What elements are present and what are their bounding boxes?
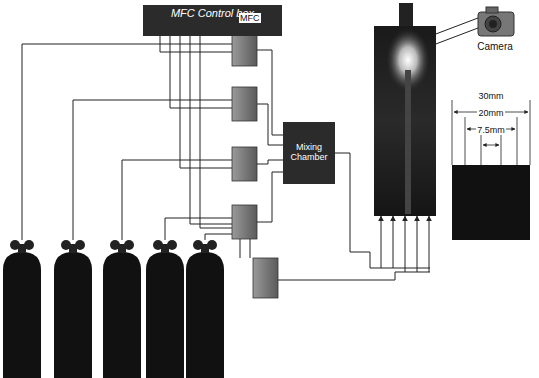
fuel-arrows <box>381 216 429 272</box>
dimension-label: 30mm <box>477 91 504 101</box>
camera-label: Camera <box>470 38 520 55</box>
gas-cylinders <box>3 240 224 378</box>
control-box: MFC Control box <box>143 5 282 36</box>
gas-cylinder <box>146 240 184 378</box>
gas-cylinder <box>54 240 92 378</box>
burner-section <box>452 100 530 240</box>
dimension-label: 20mm <box>477 108 504 118</box>
dimension-label: 7.5mm <box>476 125 506 135</box>
gas-cylinder <box>186 240 224 378</box>
camera-icon <box>478 7 514 36</box>
gas-cylinder <box>3 240 41 378</box>
mixing-chamber: Mixing Chamber <box>283 122 335 184</box>
gas-cylinder <box>103 240 141 378</box>
gas-lines <box>22 18 478 280</box>
node-text: Camera <box>477 41 513 52</box>
burner-chamber <box>374 3 436 216</box>
group-label: MFC <box>239 13 261 23</box>
mfc-units <box>232 32 278 298</box>
node-text: Mixing Chamber <box>287 143 331 163</box>
